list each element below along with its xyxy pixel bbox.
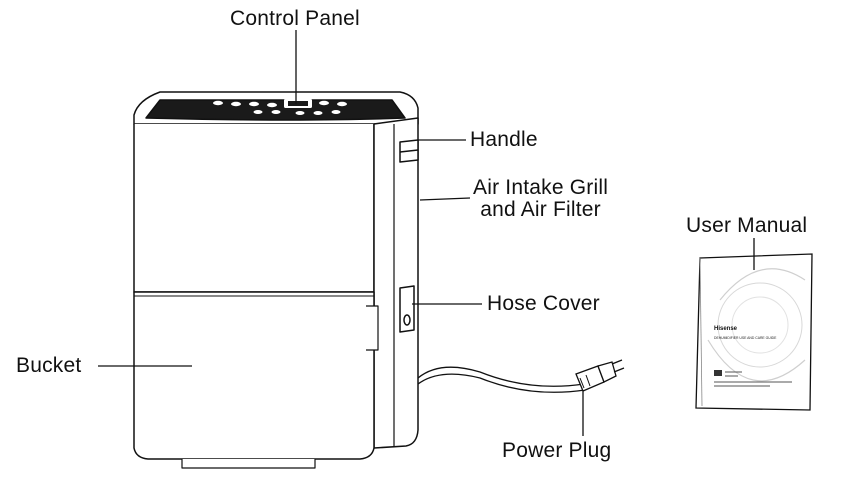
label-user-manual: User Manual	[686, 214, 808, 237]
label-handle: Handle	[470, 128, 538, 151]
side-panel	[373, 117, 419, 449]
label-power-plug: Power Plug	[502, 439, 612, 462]
control-panel-grill	[145, 99, 406, 121]
dehumidifier-unit	[133, 91, 419, 469]
user-manual-booklet: Hisense DEHUMIDIFIER USE AND CARE GUIDE	[695, 253, 813, 411]
manual-title: DEHUMIDIFIER USE AND CARE GUIDE	[714, 336, 777, 340]
power-plug	[575, 359, 625, 392]
control-display	[288, 101, 308, 106]
front-face-upper	[133, 124, 375, 293]
label-air-intake: Air Intake Grill and Air Filter	[473, 177, 608, 221]
leader-lines	[98, 30, 755, 436]
label-hose-cover: Hose Cover	[487, 292, 600, 315]
label-air-intake-line2: and Air Filter	[480, 198, 601, 221]
label-bucket: Bucket	[16, 354, 82, 377]
base	[181, 459, 316, 469]
manual-brand: Hisense	[714, 326, 738, 332]
label-control-panel: Control Panel	[230, 7, 360, 30]
power-cord	[417, 366, 586, 393]
bucket	[133, 291, 375, 460]
label-air-intake-line1: Air Intake Grill	[473, 176, 609, 199]
leader-air-intake	[419, 197, 471, 201]
